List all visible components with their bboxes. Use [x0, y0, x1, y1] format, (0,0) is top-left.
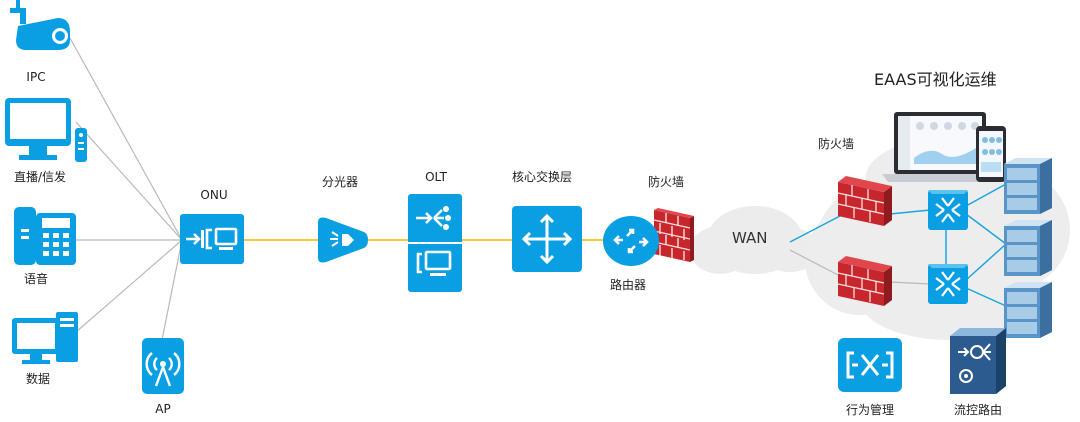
core-switch-icon: [512, 206, 582, 272]
core-label: 核心交换层: [511, 170, 573, 184]
firewall-icon: [650, 204, 694, 266]
monitor-icon: [5, 98, 89, 164]
switch-icon: [928, 190, 968, 230]
wireless-ap-icon: [142, 338, 184, 396]
link-switch1-server2: [965, 213, 1007, 245]
server-stack-icon: [1004, 282, 1052, 338]
firewall-icon: [836, 172, 892, 228]
link-firewall2-switch2: [889, 281, 931, 285]
data-label: 数据: [25, 372, 51, 386]
link-switch2-server3: [965, 287, 1007, 307]
behavior-mgmt-label: 行为管理: [845, 403, 895, 417]
router-icon: [603, 216, 659, 266]
onu-icon: [180, 214, 244, 264]
router-label: 路由器: [609, 278, 647, 292]
link-firewall1-switch1: [889, 209, 931, 215]
link-switch2-server2: [965, 243, 1007, 281]
behavior-management-icon: [838, 338, 902, 392]
flow-routing-label: 流控路由: [953, 403, 1003, 417]
link-ap-onu: [161, 239, 183, 341]
server-stack-icon: [1004, 158, 1052, 214]
optical-splitter-icon: [318, 214, 368, 266]
link-iptv-onu: [75, 121, 183, 241]
link-data-onu: [75, 239, 183, 333]
firewall-icon: [836, 252, 892, 308]
platform-firewall-label: 防火墙: [817, 137, 855, 151]
telephone-icon: [14, 207, 76, 265]
laptop-phone-dashboard-icon: [880, 108, 1010, 188]
ipc-label: IPC: [26, 70, 46, 84]
voice-label: 语音: [23, 272, 49, 286]
link-wan-firewall-2: [789, 249, 841, 277]
ap-label: AP: [155, 402, 171, 416]
switch-icon: [928, 264, 968, 304]
platform-title: EAAS可视化运维: [874, 70, 997, 89]
link-switch1-server1: [965, 183, 1007, 207]
iptv-label: 直播/信发: [13, 170, 67, 184]
security-camera-icon: [8, 0, 72, 62]
firewall-label: 防火墙: [647, 175, 685, 189]
desktop-computer-icon: [12, 312, 78, 368]
wan-label: WAN: [732, 229, 768, 247]
link-wan-firewall-1: [789, 215, 841, 243]
splitter-label: 分光器: [321, 175, 359, 189]
olt-label: OLT: [425, 170, 447, 184]
flow-control-router-icon: [950, 328, 1006, 394]
server-stack-icon: [1004, 220, 1052, 276]
olt-icon: [408, 194, 462, 292]
link-ipc-onu: [69, 37, 183, 241]
onu-label: ONU: [200, 188, 228, 202]
